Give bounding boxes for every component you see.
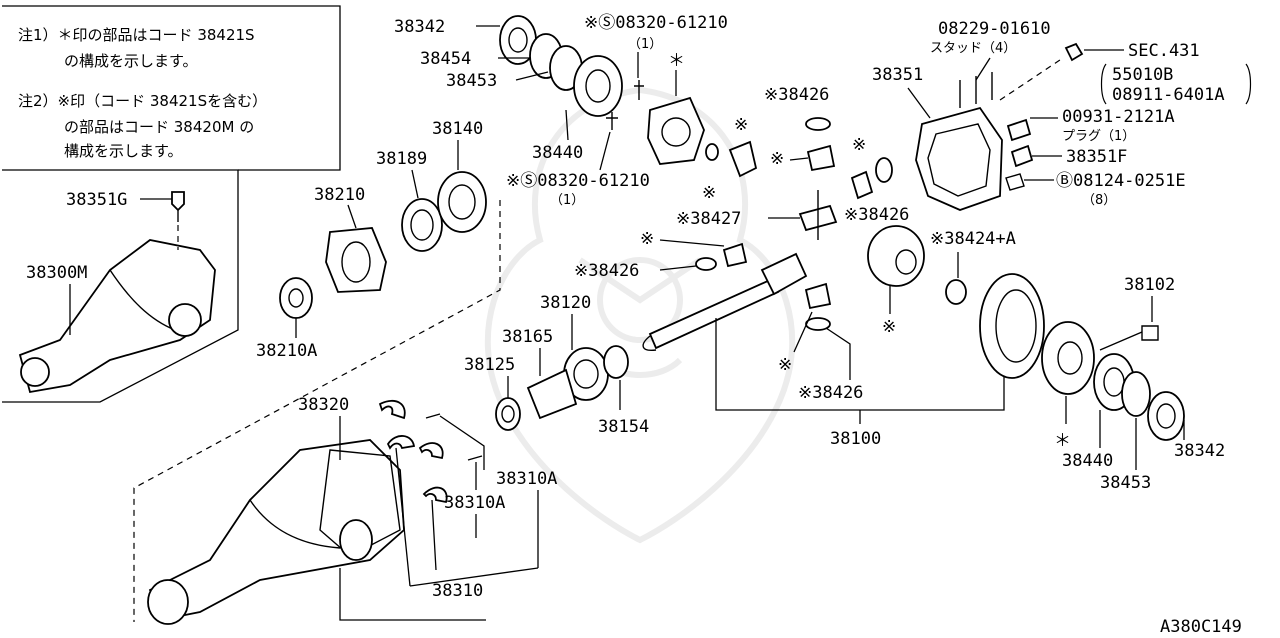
top-bearing-group: 38342 38454 38453 38440 ＊ ※Ⓢ08320-61210 … <box>394 13 728 208</box>
label-38440-bottom: 38440 <box>1062 451 1113 471</box>
label-38351f: 38351F <box>1066 147 1127 167</box>
label-38342-top: 38342 <box>394 17 445 37</box>
label-08911: 08911-6401A <box>1112 85 1225 105</box>
differential-assembly-38300m: 38351G 38300M <box>18 190 216 394</box>
kome-mark-2: ※ <box>702 183 716 203</box>
label-38351g: 38351G <box>66 190 127 210</box>
label-38453-top: 38453 <box>446 71 497 91</box>
label-08320-top: ※Ⓢ08320-61210 <box>584 13 728 33</box>
label-38102: 38102 <box>1124 275 1175 295</box>
qty-08124: （8） <box>1082 193 1116 208</box>
label-55010b: 55010B <box>1112 65 1173 85</box>
label-38426-d: ※38426 <box>798 383 863 403</box>
ring-gear-group: ＊ 38102 38440 38453 38342 <box>979 273 1225 493</box>
label-38165: 38165 <box>502 327 553 347</box>
rear-cover-group: 08229-01610 スタッド（4） 38351 SEC.431 55010B… <box>872 19 1252 211</box>
label-38310a-b: 38310A <box>444 493 505 513</box>
label-38154: 38154 <box>598 417 649 437</box>
kome-mark-3: ※ <box>770 149 784 169</box>
label-08320-bottom: ※Ⓢ08320-61210 <box>506 171 650 191</box>
label-38440-top: 38440 <box>532 143 583 163</box>
label-38453-bottom: 38453 <box>1100 473 1151 493</box>
kome-mark-4: ※ <box>852 135 866 155</box>
qty-08320-bottom: （1） <box>550 193 584 208</box>
kome-mark-5: ※ <box>882 317 896 337</box>
note-1-line-2: の構成を示します。 <box>64 52 198 70</box>
label-08229: 08229-01610 <box>938 19 1051 39</box>
housing-group: 38320 38310A 38310A 38310 <box>133 200 557 625</box>
star-mark-top: ＊ <box>668 51 685 71</box>
star-mark-bottom: ＊ <box>1054 431 1071 451</box>
kome-mark-1: ※ <box>734 115 748 135</box>
label-38426-b: ※38426 <box>844 205 909 225</box>
label-38300m: 38300M <box>26 263 87 283</box>
sub-08229: スタッド（4） <box>930 41 1016 56</box>
label-38427: ※38427 <box>676 209 741 229</box>
label-38125: 38125 <box>464 355 515 375</box>
label-38342-bottom: 38342 <box>1174 441 1225 461</box>
label-38210a: 38210A <box>256 341 317 361</box>
label-38426-a: ※38426 <box>764 85 829 105</box>
label-08124: Ⓑ08124-0251E <box>1056 171 1186 191</box>
kome-mark-6: ※ <box>640 229 654 249</box>
note-2-line-1: 注2）※印（コード 38421Sを含む） <box>18 92 267 110</box>
label-38210: 38210 <box>314 185 365 205</box>
label-00931: 00931-2121A <box>1062 107 1175 127</box>
label-38100: 38100 <box>830 429 881 449</box>
label-38424a: ※38424+A <box>930 229 1016 249</box>
sub-00931: プラグ（1） <box>1062 129 1135 144</box>
differential-gear-group: ※ ※ ※38426 ※ ※38427 ※ ※38426 ※ ※38424+A … <box>574 85 1016 337</box>
label-38140: 38140 <box>432 119 483 139</box>
label-38310a-a: 38310A <box>496 469 557 489</box>
note-2-line-3: 構成を示します。 <box>64 142 183 160</box>
diagram-code: A380C149 <box>1160 617 1242 637</box>
pinion-shaft-group: 38100 ※ ※38426 38120 38165 38125 38154 <box>464 252 1005 449</box>
label-38120: 38120 <box>540 293 591 313</box>
notes-box: 注1）＊印の部品はコード 38421S の構成を示します。 注2）※印（コード … <box>2 5 341 403</box>
qty-08320-top: （1） <box>628 37 662 52</box>
label-38310: 38310 <box>432 581 483 601</box>
label-38320: 38320 <box>298 395 349 415</box>
label-38189: 38189 <box>376 149 427 169</box>
label-38351: 38351 <box>872 65 923 85</box>
note-1-line-1: 注1）＊印の部品はコード 38421S <box>18 26 255 44</box>
label-38426-c: ※38426 <box>574 261 639 281</box>
kome-mark-7: ※ <box>778 355 792 375</box>
label-sec431: SEC.431 <box>1128 41 1200 61</box>
note-2-line-2: の部品はコード 38420M の <box>64 118 254 136</box>
label-38454: 38454 <box>420 49 471 69</box>
left-bearing-group: 38210A 38210 38189 38140 <box>256 119 487 361</box>
